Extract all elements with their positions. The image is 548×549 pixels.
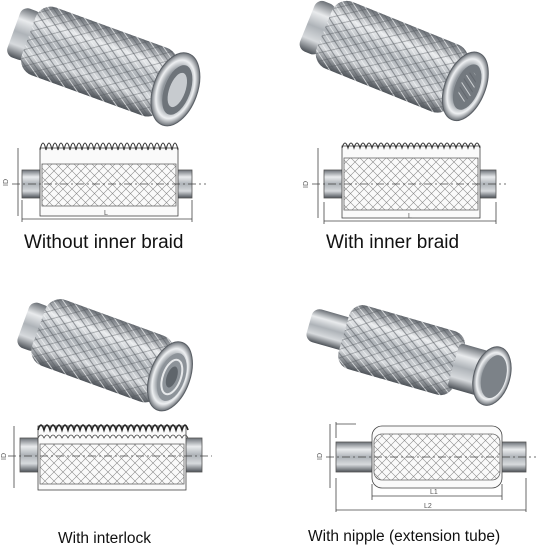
- length1-label: L1: [430, 489, 438, 496]
- length2-label: L2: [424, 503, 432, 510]
- flex-pipe-photo: [306, 305, 512, 406]
- flex-pipe-photo: [299, 0, 489, 122]
- pipe-illustration: ID L: [299, 0, 506, 224]
- panel-with-interlock: ID With interlock: [0, 274, 274, 548]
- length-label: L: [104, 210, 108, 217]
- panel-with-nipple: ID L1 L2 With nipple (extension tube): [274, 274, 548, 548]
- diameter-label: ID: [1, 453, 8, 460]
- cross-section-drawing: [12, 142, 206, 222]
- caption-with-inner-braid: With inner braid: [326, 232, 460, 253]
- flex-pipe-photo: [7, 6, 201, 127]
- panel-without-inner-braid: ID L Without inner braid: [0, 0, 274, 274]
- cross-section-drawing: [312, 142, 506, 224]
- panel-with-inner-braid: ID L With inner braid: [274, 0, 548, 274]
- flex-pipe-photo: [17, 299, 193, 412]
- pipe-illustration: ID: [1, 299, 212, 491]
- diameter-label: ID: [3, 179, 10, 186]
- diameter-label: ID: [303, 181, 310, 188]
- caption-with-nipple: With nipple (extension tube): [308, 528, 501, 545]
- cross-section-drawing: [326, 422, 536, 512]
- pipe-illustration: ID L: [3, 6, 206, 222]
- diameter-label: ID: [317, 453, 324, 460]
- pipe-illustration: ID L1 L2: [306, 305, 536, 512]
- length-label: L: [408, 213, 412, 220]
- cross-section-drawing: [8, 424, 212, 491]
- caption-without-inner-braid: Without inner braid: [24, 232, 184, 253]
- caption-with-interlock: With interlock: [58, 530, 152, 547]
